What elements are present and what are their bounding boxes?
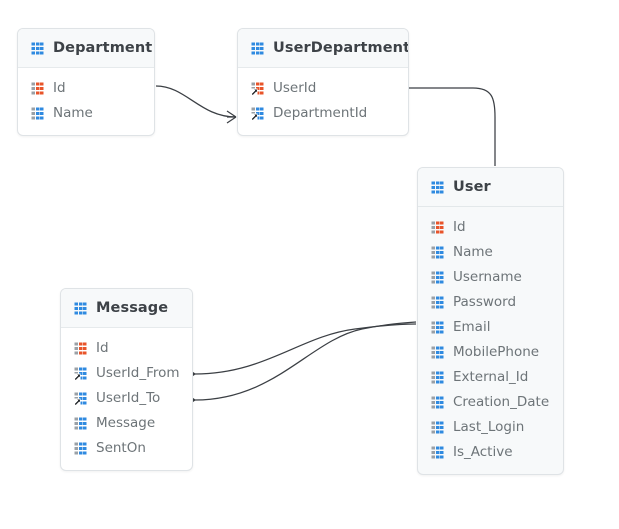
column-icon	[431, 271, 444, 284]
field-label: Id	[53, 79, 66, 96]
relationship-line	[194, 321, 417, 401]
field-row[interactable]: UserId	[238, 76, 408, 101]
primary-foreign-key-icon	[251, 82, 264, 95]
column-icon	[74, 442, 87, 455]
field-row[interactable]: UserId_From	[61, 361, 192, 386]
field-row[interactable]: Name	[418, 240, 563, 265]
field-row[interactable]: DepartmentId	[238, 101, 408, 126]
field-row[interactable]: Id	[61, 336, 192, 361]
field-label: Username	[453, 268, 522, 285]
relationship-rel-department-userdepartment[interactable]	[155, 85, 237, 124]
column-icon	[431, 346, 444, 359]
entity-header-message[interactable]: Message	[61, 289, 192, 328]
field-label: SentOn	[96, 439, 146, 456]
relationship-rel-message-user-to[interactable]	[185, 321, 417, 407]
field-row[interactable]: UserId_To	[61, 386, 192, 411]
entity-title: Message	[96, 300, 169, 316]
field-row[interactable]: Password	[418, 290, 563, 315]
entity-header-userdepartment[interactable]: UserDepartment	[238, 29, 408, 68]
field-row[interactable]: Last_Login	[418, 415, 563, 440]
field-label: Creation_Date	[453, 393, 550, 410]
field-row[interactable]: SentOn	[61, 436, 192, 461]
field-label: External_Id	[453, 368, 529, 385]
field-label: DepartmentId	[273, 104, 368, 121]
foreign-key-icon	[74, 392, 87, 405]
field-row[interactable]: Username	[418, 265, 563, 290]
primary-key-icon	[31, 82, 44, 95]
field-label: Name	[453, 243, 493, 260]
field-row[interactable]: External_Id	[418, 365, 563, 390]
field-label: Message	[96, 414, 156, 431]
field-row[interactable]: Creation_Date	[418, 390, 563, 415]
entity-header-user[interactable]: User	[418, 168, 563, 207]
foreign-key-icon	[251, 107, 264, 120]
relationship-line	[409, 87, 496, 166]
table-icon	[431, 181, 444, 194]
table-icon	[74, 302, 87, 315]
entity-title: User	[453, 179, 491, 195]
field-label: Is_Active	[453, 443, 513, 460]
field-label: Name	[53, 104, 93, 121]
column-icon	[431, 296, 444, 309]
field-label: Email	[453, 318, 491, 335]
field-row[interactable]: MobilePhone	[418, 340, 563, 365]
column-icon	[431, 321, 444, 334]
entity-title: Department	[53, 40, 153, 56]
column-icon	[431, 371, 444, 384]
field-label: UserId	[273, 79, 317, 96]
table-icon	[31, 42, 44, 55]
field-row[interactable]: Id	[18, 76, 154, 101]
entity-title: UserDepartment	[273, 40, 409, 56]
crowfoot-marker	[226, 110, 237, 124]
field-row[interactable]: Name	[18, 101, 154, 126]
column-icon	[431, 396, 444, 409]
column-icon	[431, 421, 444, 434]
table-icon	[251, 42, 264, 55]
field-row[interactable]: Email	[418, 315, 563, 340]
field-label: Id	[453, 218, 466, 235]
field-label: Last_Login	[453, 418, 525, 435]
primary-key-icon	[431, 221, 444, 234]
relationship-rel-userdepartment-user[interactable]	[409, 87, 496, 166]
field-label: UserId_To	[96, 389, 161, 406]
primary-key-icon	[74, 342, 87, 355]
field-label: Id	[96, 339, 109, 356]
field-row[interactable]: Message	[61, 411, 192, 436]
field-label: UserId_From	[96, 364, 180, 381]
relationship-line	[155, 85, 237, 118]
column-icon	[431, 446, 444, 459]
relationship-line	[194, 323, 417, 375]
field-label: Password	[453, 293, 517, 310]
column-icon	[31, 107, 44, 120]
entity-header-department[interactable]: Department	[18, 29, 154, 68]
column-icon	[431, 246, 444, 259]
field-label: MobilePhone	[453, 343, 540, 360]
field-row[interactable]: Id	[418, 215, 563, 240]
relationship-rel-message-user-from[interactable]	[185, 323, 417, 381]
field-row[interactable]: Is_Active	[418, 440, 563, 465]
column-icon	[74, 417, 87, 430]
foreign-key-icon	[74, 367, 87, 380]
